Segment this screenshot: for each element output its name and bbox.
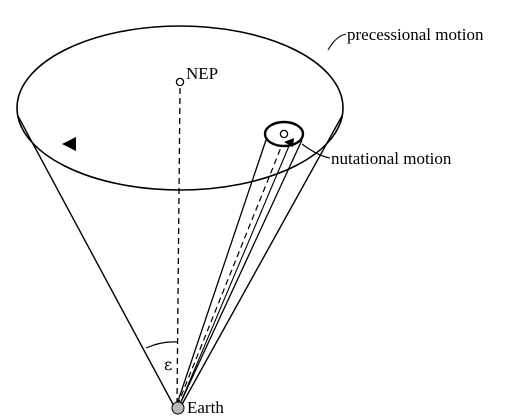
obliquity-arc [145,341,178,349]
nep-label: NEP [186,64,218,83]
earth-marker [171,401,185,415]
precessional-leader-line [327,33,347,51]
nutation-cone-inner [179,145,290,405]
nutation-direction-arrow [284,138,294,147]
nep-marker [175,77,185,87]
precession-circle [16,25,344,191]
nutational-leader-line [301,143,331,159]
cone-right-edge [179,115,343,409]
obliquity-epsilon-label: ε [164,355,172,374]
nutation-cone-left [176,139,267,405]
cone-left-edge [17,115,176,409]
nutation-cone-right [179,139,303,405]
earth-label: Earth [187,398,224,417]
nutation-center-marker [279,129,289,139]
precession-direction-arrow [62,137,76,151]
nutation-axis-dashed [177,139,285,405]
nutational-motion-label: nutational motion [331,149,452,168]
nep-axis-dashed [176,87,181,405]
precessional-motion-label: precessional motion [347,25,484,44]
